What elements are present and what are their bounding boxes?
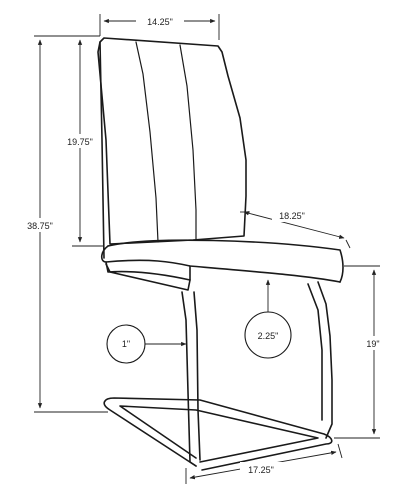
dim-top-width: 14.25" [99, 14, 220, 40]
leg-tube-front-inner [307, 283, 323, 421]
base-loop [103, 397, 333, 471]
seat-left-roll [100, 245, 191, 281]
backrest-outline [97, 37, 247, 245]
dim-backrest-height: 19.75" [62, 35, 104, 247]
backrest-seam-left [135, 41, 159, 243]
dim-base-depth: 17.25" [185, 443, 343, 484]
dim-backrest-height-label: 19.75" [67, 137, 93, 147]
leg-tube-back-inner [193, 291, 201, 461]
dim-base-depth-label: 17.25" [248, 465, 274, 475]
leg-tube-front [317, 281, 333, 439]
dim-seat-depth: 18.25" [240, 208, 351, 249]
leg-tube-back [181, 291, 197, 467]
chair-drawing [97, 37, 344, 471]
dim-overall-height-label: 38.75" [27, 221, 53, 231]
dim-seat-depth-label: 18.25" [279, 211, 305, 221]
seat-cushion-top [107, 239, 344, 283]
dim-seat-height: 19" [334, 265, 390, 439]
callout-tube-diameter-label: 1" [122, 339, 130, 349]
callout-tube-diameter: 1" [106, 324, 187, 364]
dim-seat-height-label: 19" [366, 339, 379, 349]
backrest-side-edge [99, 41, 105, 259]
side-rail [105, 263, 191, 291]
seat-cushion-front [105, 259, 341, 283]
dim-top-width-label: 14.25" [147, 17, 173, 27]
callout-cushion-thickness-label: 2.25" [258, 331, 279, 341]
callout-cushion-thickness: 2.25" [244, 279, 292, 359]
base-loop-inner [119, 405, 319, 463]
dim-overall-height: 38.75" [20, 35, 108, 413]
backrest-seam-mid [179, 44, 197, 241]
